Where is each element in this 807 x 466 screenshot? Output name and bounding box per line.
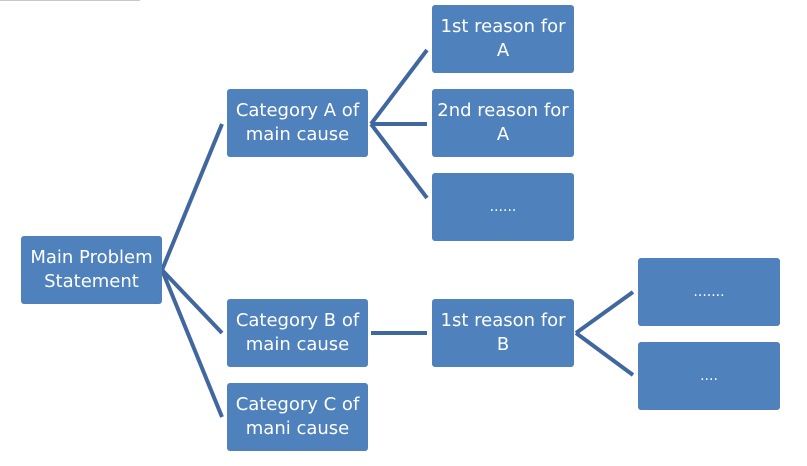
node-reason-a-1: 1st reason for A bbox=[432, 5, 574, 73]
connector-root-to-category-a bbox=[160, 123, 224, 271]
node-reason-a-2: 2nd reason for A bbox=[432, 89, 574, 157]
node-category-a: Category A of main cause bbox=[227, 89, 368, 157]
node-sub-reason-b-2: .... bbox=[638, 342, 780, 410]
connector-reason-b1-to-sub-1 bbox=[574, 290, 635, 335]
connector-root-to-category-b bbox=[160, 268, 224, 335]
connector-root-to-category-c bbox=[160, 269, 224, 418]
node-sub-reason-b-1: ....... bbox=[638, 258, 780, 326]
top-divider-line bbox=[0, 0, 140, 1]
node-main-problem: Main Problem Statement bbox=[21, 236, 162, 304]
node-category-b: Category B of main cause bbox=[227, 299, 368, 367]
connector-reason-b1-to-sub-2 bbox=[574, 331, 635, 377]
node-reason-b-1: 1st reason for B bbox=[432, 299, 574, 367]
node-reason-a-3: ...... bbox=[432, 173, 574, 241]
connector-category-a-to-reason-1 bbox=[369, 48, 429, 126]
connector-category-a-to-reason-3 bbox=[369, 122, 429, 200]
node-category-c: Category C of mani cause bbox=[227, 383, 368, 451]
